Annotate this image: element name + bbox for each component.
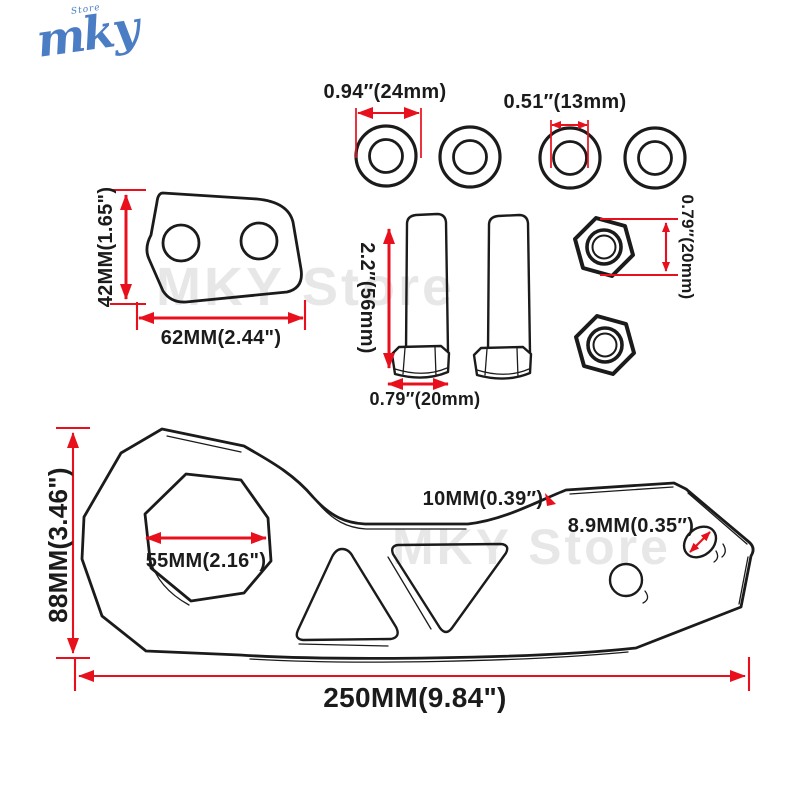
tow-hook-round-hole xyxy=(608,562,644,598)
washer-outer-dim-label: 0.94″(24mm) xyxy=(324,81,447,103)
washers: 0.94″(24mm) 0.51″(13mm) xyxy=(324,81,687,190)
bolts: 2.2″(56mm) 0.79″(20mm) xyxy=(356,212,533,409)
hook-length-label: 250MM(9.84") xyxy=(323,682,506,713)
tow-hook-triangle-cutout-right xyxy=(390,542,509,634)
washer-inner-dim-label: 0.51″(13mm) xyxy=(504,91,627,113)
bolt-shaft xyxy=(404,212,450,354)
bracket-width-label: 62MM(2.44") xyxy=(161,327,282,349)
washer-inner-dimension xyxy=(550,120,589,168)
bracket-hole-right xyxy=(239,221,279,261)
bolt-1 xyxy=(390,212,451,379)
bolt-head-width-label: 0.79″(20mm) xyxy=(370,389,481,409)
bracket-width-dimension xyxy=(135,300,307,330)
hook-height-label: 88MM(3.46") xyxy=(43,467,73,623)
bolt-2 xyxy=(472,213,533,380)
mount-bracket: 42MM(1.65") 62MM(2.44") xyxy=(95,187,307,349)
tow-hook-outline xyxy=(80,427,755,660)
nut-2 xyxy=(574,314,636,376)
hook-height-dimension xyxy=(56,426,90,660)
hook-length-dimension xyxy=(73,657,751,691)
bracket-hole-left xyxy=(161,223,201,263)
nut-1 xyxy=(573,216,635,278)
tow-hook-triangle-cutout-left xyxy=(295,547,399,642)
bolt-length-label: 2.2″(56mm) xyxy=(356,242,378,354)
bracket-height-label: 42MM(1.65") xyxy=(95,187,117,308)
hook-small-hole-label: 8.9MM(0.35″) xyxy=(568,515,695,537)
hook-main-hole-label: 55MM(2.16") xyxy=(146,550,267,572)
tow-hook: 55MM(2.16") 10MM(0.39″) 8.9MM(0.35″) 88M… xyxy=(43,426,755,713)
washer-outer-dimension xyxy=(355,107,422,158)
thickness-pointer xyxy=(545,493,556,506)
nuts: 0.79″(20mm) xyxy=(573,195,697,376)
washer-3 xyxy=(538,126,602,190)
washer-1 xyxy=(354,124,418,188)
hook-thickness-label: 10MM(0.39″) xyxy=(423,488,544,510)
nut-size-dimension xyxy=(600,217,678,277)
bracket-height-dimension xyxy=(110,188,146,306)
washer-4 xyxy=(623,126,687,190)
bracket-outline xyxy=(145,191,303,304)
washer-2 xyxy=(438,125,502,189)
nut-size-label: 0.79″(20mm) xyxy=(678,195,697,300)
